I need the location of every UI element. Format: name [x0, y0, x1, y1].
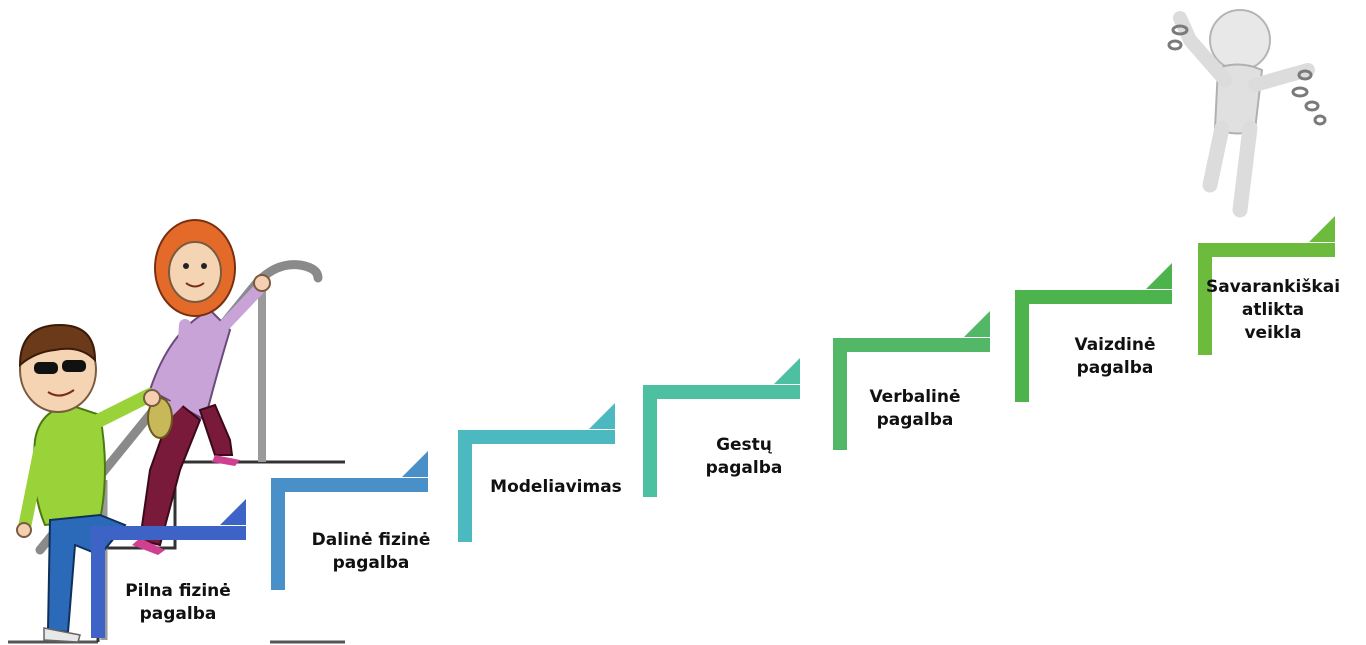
step-label-line: pagalba: [140, 604, 217, 624]
step-label-line: pagalba: [1077, 358, 1154, 378]
step-marker-4: Gestų pagalba: [643, 358, 800, 497]
step-marker-5: Verbalinė pagalba: [833, 311, 990, 450]
step-arrow-icon: [964, 311, 990, 337]
boy-figure: [16, 323, 161, 643]
step-label-line: atlikta: [1242, 300, 1304, 320]
step-bracket: [643, 385, 800, 497]
step-marker-2: Dalinė fizinė pagalba: [271, 451, 431, 590]
step-label-line: Pilna fizinė: [125, 581, 231, 601]
step-arrow-icon: [589, 403, 615, 429]
step-marker-6: Vaizdinė pagalba: [1015, 263, 1172, 402]
step-label: Dalinė fizinė pagalba: [312, 530, 431, 573]
step-label-line: Vaizdinė: [1074, 335, 1155, 355]
step-label-line: veikla: [1244, 323, 1301, 343]
broken-chain-icon: [1167, 24, 1327, 126]
step-arrow-icon: [1146, 263, 1172, 289]
step-marker-3: Modeliavimas: [458, 403, 622, 542]
step-bracket: [1198, 243, 1335, 355]
step-arrow-icon: [1309, 216, 1335, 242]
step-label-line: Dalinė fizinė: [312, 530, 431, 550]
step-marker-1: Pilna fizinė pagalba: [91, 499, 246, 638]
step-label: Verbalinė pagalba: [869, 387, 960, 430]
step-label: Modeliavimas: [490, 477, 622, 497]
step-bracket: [91, 526, 246, 638]
step-label-line: Modeliavimas: [490, 477, 622, 497]
step-marker-7: Savarankiškai atlikta veikla: [1198, 216, 1340, 355]
step-label: Pilna fizinė pagalba: [125, 581, 231, 624]
step-label: Savarankiškai atlikta veikla: [1206, 277, 1340, 343]
step-label-line: pagalba: [706, 458, 783, 478]
step-bracket: [271, 478, 428, 590]
step-label-line: pagalba: [877, 410, 954, 430]
step-bracket: [1015, 290, 1172, 402]
step-bracket: [833, 338, 990, 450]
step-arrow-icon: [220, 499, 246, 525]
step-label-line: pagalba: [333, 553, 410, 573]
girl-figure: [132, 219, 271, 555]
step-bracket: [458, 430, 615, 542]
freedom-figure: [1167, 9, 1327, 218]
step-label: Vaizdinė pagalba: [1074, 335, 1155, 378]
step-label: Gestų pagalba: [706, 435, 783, 478]
step-arrow-icon: [774, 358, 800, 384]
step-arrow-icon: [402, 451, 428, 477]
step-label-line: Verbalinė: [869, 387, 960, 407]
step-label-line: Savarankiškai: [1206, 277, 1340, 297]
step-label-line: Gestų: [716, 435, 773, 455]
